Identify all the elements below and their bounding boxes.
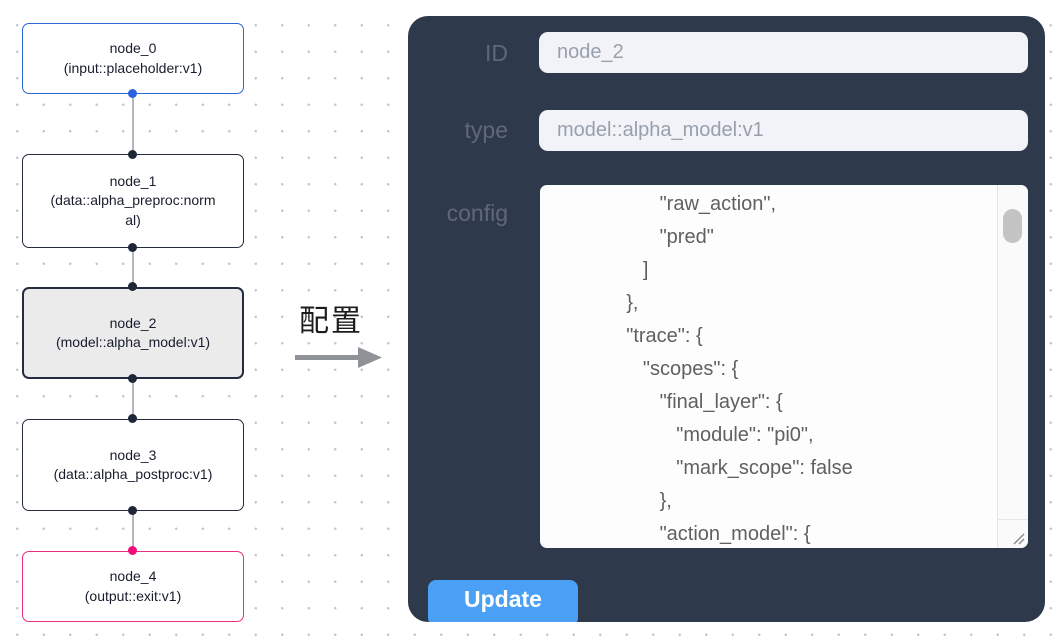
- id-field-label: ID: [485, 40, 508, 66]
- node-title: node_4: [109, 568, 157, 584]
- node-title: node_1: [109, 172, 157, 189]
- node-subtitle: (input::placeholder:v1): [63, 59, 203, 76]
- resize-grip-icon[interactable]: [1011, 531, 1025, 545]
- node-title: node_3: [109, 446, 157, 463]
- node-subtitle: (data::alpha_postproc:v1): [53, 466, 213, 482]
- node-subtitle: (output::exit:v1): [84, 587, 182, 604]
- node-title: node_0: [109, 40, 157, 56]
- node-title: node_2: [109, 314, 157, 331]
- configure-label: 配置: [299, 305, 363, 338]
- port-node1-input[interactable]: [128, 150, 137, 159]
- edge-node2-node3: [132, 379, 134, 419]
- type-input[interactable]: [539, 110, 1028, 151]
- edge-node1-node2: [132, 248, 134, 287]
- edge-node3-node4: [132, 511, 134, 551]
- node-subtitle: (model::alpha_model:v1): [55, 334, 211, 350]
- graph-node-node1[interactable]: node_1 (data::alpha_preproc:normal): [22, 154, 244, 248]
- type-field-label: type: [464, 117, 508, 143]
- port-node2-output[interactable]: [128, 374, 137, 383]
- graph-node-node4[interactable]: node_4 (output::exit:v1): [22, 551, 244, 622]
- node-config-panel: ID type config "raw_action", "pred" ] },…: [408, 16, 1045, 622]
- port-node3-output[interactable]: [128, 506, 137, 515]
- config-json-content: "raw_action", "pred" ] }, "trace": { "sc…: [626, 193, 853, 545]
- edge-node0-node1: [132, 93, 134, 155]
- scrollbar-corner: [998, 519, 1028, 548]
- node-subtitle: (data::alpha_preproc:normal): [50, 192, 216, 228]
- config-field-label: config: [446, 200, 508, 226]
- right-arrow-icon: [295, 347, 382, 368]
- id-input[interactable]: [539, 32, 1028, 73]
- graph-node-node0[interactable]: node_0 (input::placeholder:v1): [22, 23, 244, 94]
- graph-node-node3[interactable]: node_3 (data::alpha_postproc:v1): [22, 419, 244, 511]
- port-node4-input[interactable]: [128, 546, 137, 555]
- update-button[interactable]: Update: [428, 580, 578, 622]
- scrollbar-thumb[interactable]: [1003, 209, 1022, 243]
- graph-node-node2-selected[interactable]: node_2 (model::alpha_model:v1): [22, 287, 244, 379]
- port-node1-output[interactable]: [128, 243, 137, 252]
- configure-callout: 配置: [288, 296, 398, 368]
- port-node0-output[interactable]: [128, 89, 137, 98]
- port-node2-input[interactable]: [128, 282, 137, 291]
- port-node3-input[interactable]: [128, 414, 137, 423]
- textarea-scrollbar[interactable]: [997, 185, 1028, 548]
- pipeline-graph: node_0 (input::placeholder:v1) node_1 (d…: [0, 0, 408, 643]
- config-json-textarea[interactable]: "raw_action", "pred" ] }, "trace": { "sc…: [540, 185, 1028, 548]
